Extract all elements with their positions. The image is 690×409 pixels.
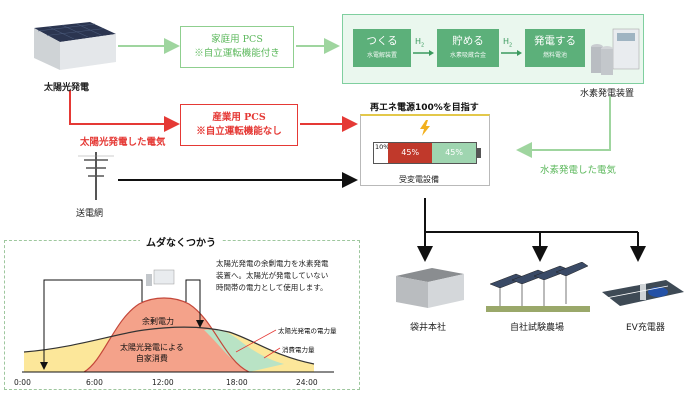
grid-label: 送電網: [76, 209, 104, 219]
ev-charger-image: [602, 280, 684, 306]
facility-label: 受変電設備: [399, 175, 439, 184]
destination-ev-label: EV充電器: [626, 323, 665, 333]
battery-hydrogen-segment: 45%: [432, 143, 476, 163]
h2-step-make: つくる 水電解装置: [353, 29, 411, 67]
destination-farm-label: 自社試験農場: [510, 323, 565, 333]
self-consumption-label: 太陽光発電による 自家消費: [120, 343, 184, 363]
x-tick-18: 18:00: [226, 378, 248, 387]
home-pcs-box: 家庭用 PCS ※自立運転機能付き: [180, 26, 294, 68]
x-tick-24: 24:00: [296, 378, 318, 387]
power-tower-image: [78, 152, 114, 200]
x-tick-6: 6:00: [86, 378, 103, 387]
home-pcs-title: 家庭用 PCS: [211, 34, 263, 45]
h2-step-store: 貯める 水素吸蔵合金: [437, 29, 499, 67]
usage-graph: [22, 269, 334, 373]
legend-consumption: 消費電力量: [282, 346, 315, 354]
hydrogen-device-label: 水素発電装置: [580, 89, 635, 99]
battery-solar-segment: 45%: [388, 143, 433, 163]
industrial-pcs-box: 産業用 PCS ※自立運転機能なし: [180, 104, 298, 146]
destination-hq-label: 袋井本社: [410, 323, 447, 333]
hydrogen-electricity-label: 水素発電した電気: [540, 165, 617, 176]
arrow-solar-to-industrial-pcs: [69, 90, 180, 132]
arrow-h2-to-target: [516, 96, 611, 158]
graph-description: 太陽光発電の余剰電力を水素発電 装置へ。太陽光が発電していない 時間帯の電力とし…: [216, 259, 329, 292]
h2-step-generate: 発電する 燃料電池: [525, 29, 585, 67]
solar-panel-image: [30, 18, 118, 76]
h2-arrow-2: H2: [503, 37, 513, 49]
industrial-pcs-title: 産業用 PCS: [212, 112, 266, 123]
farm-solar-image: [486, 262, 590, 312]
target-title: 再エネ電源100%を目指す: [370, 103, 479, 113]
legend-solar: 太陽光発電の電力量: [278, 327, 337, 335]
hydrogen-use-area: [204, 329, 284, 372]
hydrogen-panel: つくる 水電解装置 H2 貯める 水素吸蔵合金 H2 発電する 燃料電池: [342, 14, 644, 84]
industrial-pcs-note: ※自立運転機能なし: [196, 126, 282, 137]
h2-arrow-1: H2: [415, 37, 425, 49]
graph-title: ムダなくつかう: [140, 234, 222, 249]
hydrogen-device-image: [591, 28, 640, 75]
battery-grid-segment: 10%: [374, 143, 389, 163]
hq-building-image: [396, 268, 464, 308]
battery-bar: 10% 45% 45%: [373, 142, 477, 164]
solar-electricity-label: 太陽光発電した電気: [80, 137, 166, 148]
x-tick-12: 12:00: [152, 378, 174, 387]
target-box: 10% 45% 45% 受変電設備: [360, 114, 490, 186]
home-pcs-note: ※自立運転機能付き: [194, 48, 280, 59]
surplus-label: 余剰電力: [142, 317, 174, 326]
solar-label: 太陽光発電: [44, 83, 90, 93]
x-tick-0: 0:00: [14, 378, 31, 387]
